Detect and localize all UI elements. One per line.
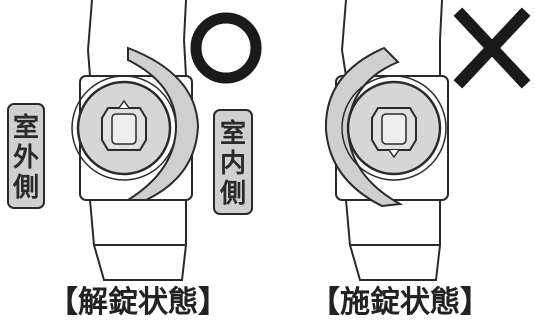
cross-mark bbox=[453, 7, 531, 89]
locked-lock-illustration bbox=[324, 0, 449, 281]
knob-rim bbox=[71, 75, 177, 181]
indoor-side-tag: 室 内 側 bbox=[213, 109, 253, 215]
thumbturn-lever bbox=[324, 46, 404, 208]
circle-mark bbox=[190, 12, 262, 84]
cylinder-core bbox=[111, 113, 137, 145]
outdoor-side-label-2: 外 bbox=[13, 143, 39, 173]
locked-state-caption: 【施錠状態】 bbox=[310, 285, 490, 320]
door-frame-lower-outline bbox=[89, 199, 187, 281]
outdoor-side-label-1: 室 bbox=[13, 112, 39, 143]
knob-rim bbox=[341, 75, 447, 181]
door-frame-lower-outline bbox=[345, 199, 441, 281]
unlocked-lock-illustration bbox=[71, 0, 200, 281]
cylinder-core bbox=[381, 113, 407, 145]
indoor-side-label-3: 側 bbox=[219, 179, 246, 209]
unlocked-state-caption: 【解錠状態】 bbox=[48, 285, 228, 320]
indoor-side-label-1: 室 bbox=[220, 118, 246, 149]
indoor-side-label-2: 内 bbox=[220, 149, 246, 179]
cylinder-notch bbox=[388, 149, 400, 159]
cylinder-notch bbox=[118, 99, 130, 109]
outdoor-side-label-3: 側 bbox=[12, 173, 39, 203]
outdoor-side-tag: 室 外 側 bbox=[7, 103, 45, 209]
thumbturn-lever bbox=[124, 46, 200, 201]
